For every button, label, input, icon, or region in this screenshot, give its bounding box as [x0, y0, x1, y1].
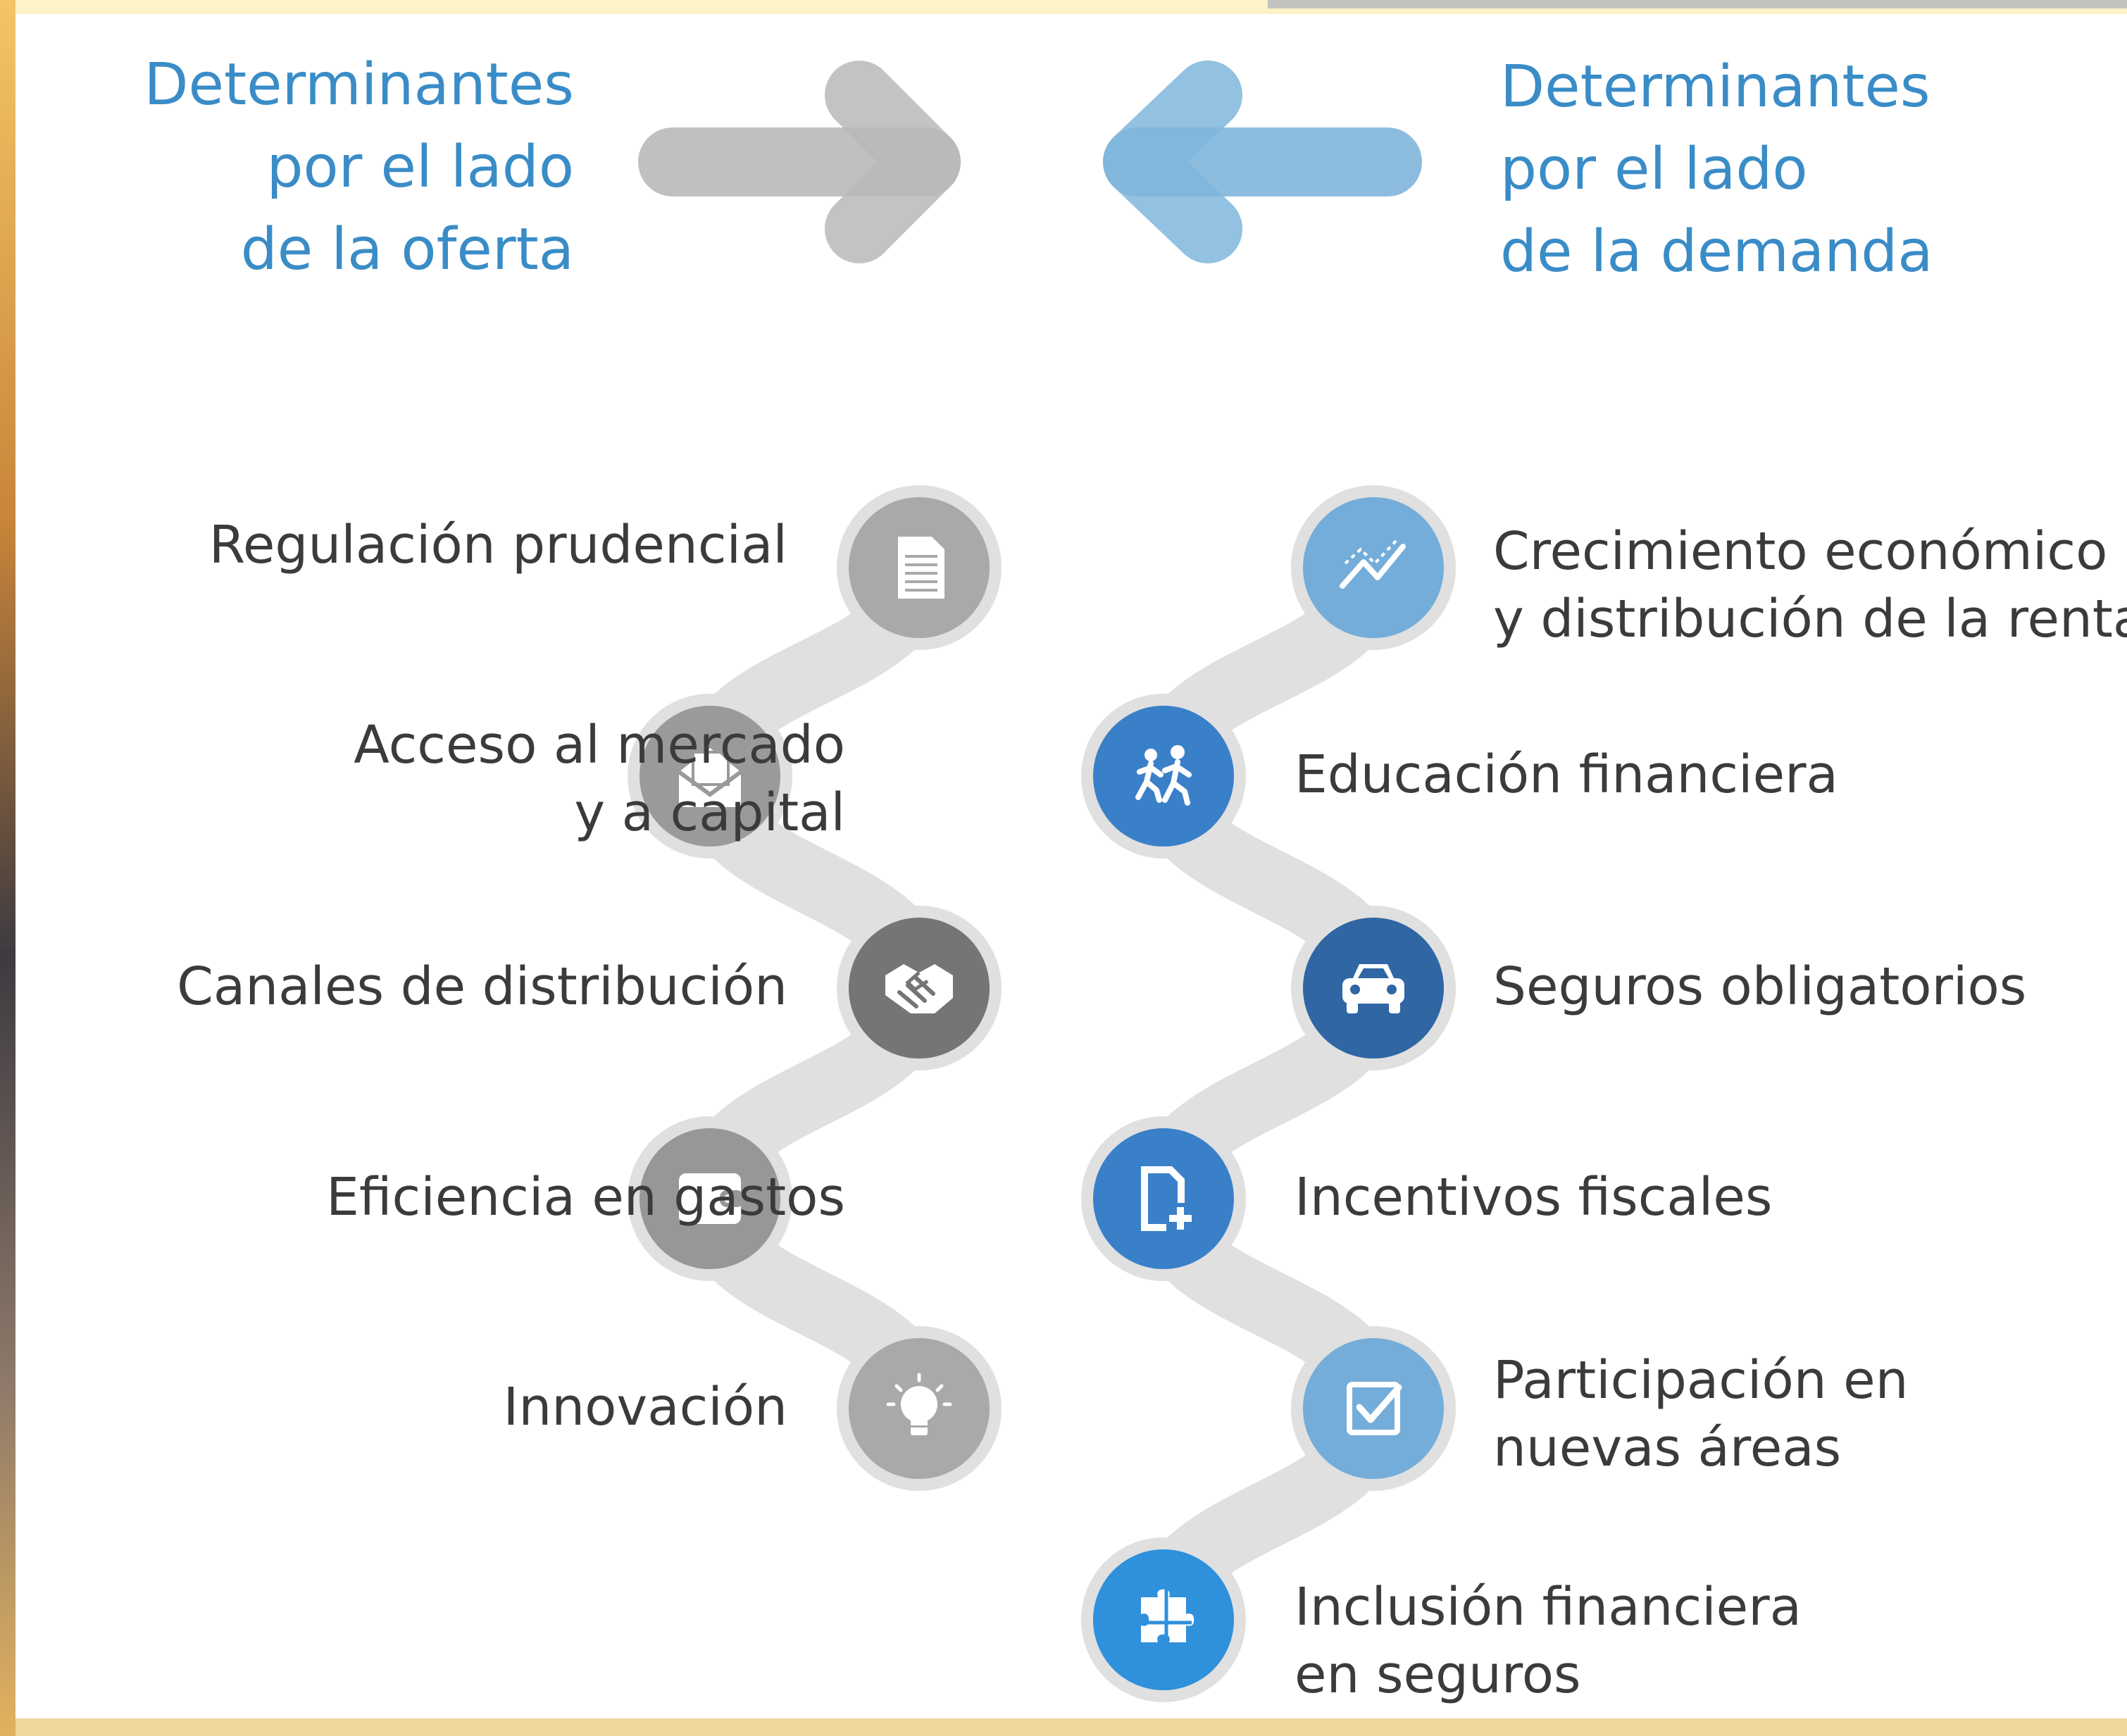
- label-line: en seguros: [1295, 1644, 1581, 1705]
- heading-line: por el lado: [266, 134, 574, 201]
- demand-item-label: Inclusión financiera en seguros: [1295, 1573, 1802, 1709]
- supply-item-label: Eficiencia en gastos: [326, 1163, 845, 1231]
- label-line: Participación en: [1493, 1350, 1909, 1411]
- heading-line: Determinantes: [144, 51, 574, 118]
- label-line: Crecimiento económico: [1493, 521, 2108, 582]
- heading-line: de la demanda: [1500, 218, 1933, 285]
- label-line: Educación financiera: [1295, 744, 1838, 805]
- heading-line: de la oferta: [240, 216, 574, 283]
- car-icon: [1303, 918, 1444, 1059]
- supply-item-label: Innovación: [504, 1373, 787, 1441]
- document-icon: [849, 497, 990, 638]
- label-line: y distribución de la renta: [1493, 589, 2127, 649]
- arrow-left-icon: [1103, 61, 1422, 263]
- lightbulb-icon: [849, 1338, 990, 1479]
- supply-item-label: Acceso al mercado y a capital: [354, 711, 845, 847]
- demand-item-label: Participación en nuevas áreas: [1493, 1347, 1909, 1482]
- running-people-icon: [1093, 706, 1234, 847]
- label-line: Eficiencia en gastos: [326, 1167, 845, 1228]
- label-line: Regulación prudencial: [208, 515, 787, 575]
- puzzle-icon: [1093, 1549, 1234, 1690]
- heading-line: Determinantes: [1500, 54, 1930, 120]
- label-line: Incentivos fiscales: [1295, 1167, 1773, 1228]
- supply-item-label: Canales de distribución: [177, 953, 787, 1020]
- label-line: Seguros obligatorios: [1493, 956, 2027, 1017]
- supply-item-label: Regulación prudencial: [209, 511, 787, 579]
- label-line: Acceso al mercado: [354, 715, 845, 775]
- label-line: Canales de distribución: [177, 956, 787, 1017]
- demand-item-label: Educación financiera: [1295, 741, 1838, 808]
- arrow-right-icon: [638, 61, 961, 263]
- label-line: Innovación: [503, 1377, 787, 1437]
- demand-item-label: Crecimiento económico y distribución de l…: [1493, 518, 2127, 653]
- demand-item-label: Incentivos fiscales: [1295, 1163, 1772, 1231]
- handshake-icon: [849, 918, 990, 1059]
- demand-track: [1081, 485, 1456, 1702]
- wallet-icon: [640, 1128, 780, 1269]
- open-mail-icon: [640, 706, 780, 847]
- checkbox-icon: [1303, 1338, 1444, 1479]
- label-line: Inclusión financiera: [1295, 1577, 1802, 1637]
- label-line: y a capital: [574, 782, 845, 843]
- supply-side-heading: Determinantes por el lado de la oferta: [144, 44, 574, 291]
- heading-line: por el lado: [1500, 136, 1808, 203]
- document-plus-icon: [1093, 1128, 1234, 1269]
- demand-item-label: Seguros obligatorios: [1493, 953, 2026, 1020]
- demand-side-heading: Determinantes por el lado de la demanda: [1500, 46, 1933, 293]
- label-line: nuevas áreas: [1493, 1418, 1842, 1478]
- trend-chart-icon: [1303, 497, 1444, 638]
